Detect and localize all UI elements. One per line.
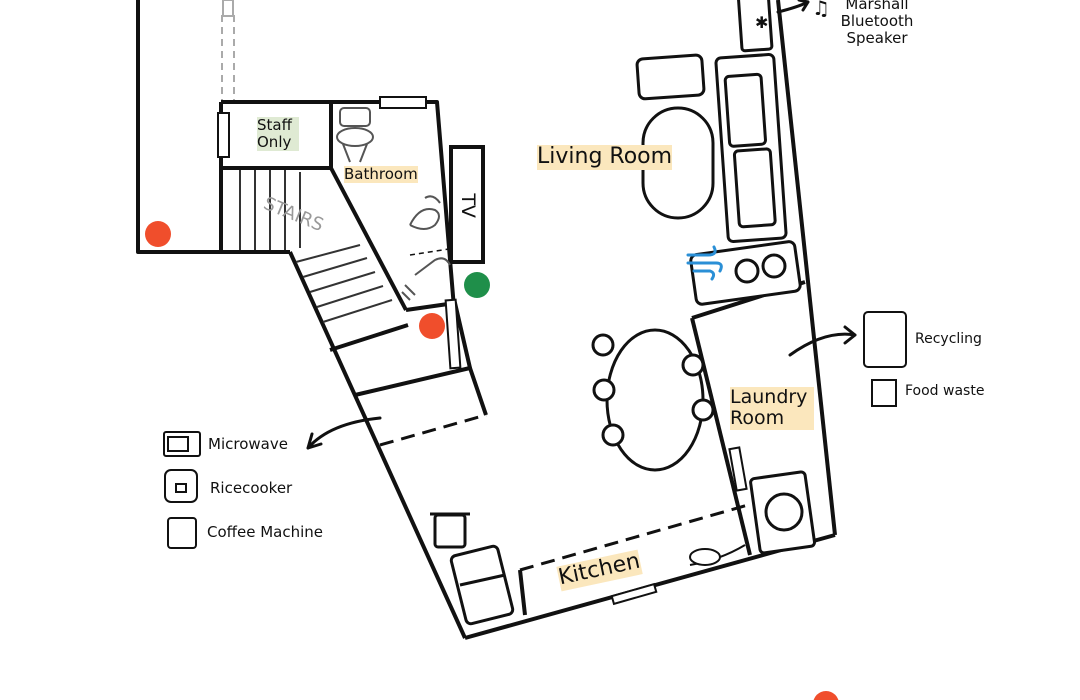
coffee-machine-icon [167,517,197,549]
music-note-icon: ♫ [812,0,830,20]
tv-label: TV [456,193,479,218]
wall-landing [354,366,488,416]
stair-landing [329,323,409,352]
recycling-icon [863,311,907,368]
ottoman [635,53,706,101]
fridge [449,544,515,626]
ricecooker-label: Ricecooker [210,479,293,497]
air-conditioner-icon [686,245,723,281]
wall-right [776,0,837,536]
recycling-label: Recycling [915,331,982,347]
bluetooth-icon: ✱ [755,13,768,32]
wall-left-room [136,0,290,254]
shower-icon [401,257,451,301]
tv [449,145,485,264]
food-waste-icon [871,379,897,407]
speaker-label: Marshall Bluetooth Speaker [840,0,914,47]
speaker-shelf [736,0,774,53]
coffee-machine-label: Coffee Machine [207,523,324,541]
trash-can [433,513,467,549]
living-room-label: Living Room [537,144,673,170]
dining-table [605,328,705,472]
red-marker [145,221,171,247]
laundry-room-label: Laundry Room [730,386,814,430]
staff-only-label: Staff Only [257,117,299,151]
bathroom-label: Bathroom [344,165,418,183]
microwave-label: Microwave [208,435,288,453]
green-marker [464,272,490,298]
wall-main-left [288,251,467,639]
food-waste-label: Food waste [905,383,985,399]
kitchen-counter [518,569,527,616]
wall-stair-right [329,167,408,311]
red-marker [419,313,445,339]
handwash-icon [409,195,441,230]
red-marker [813,691,839,700]
